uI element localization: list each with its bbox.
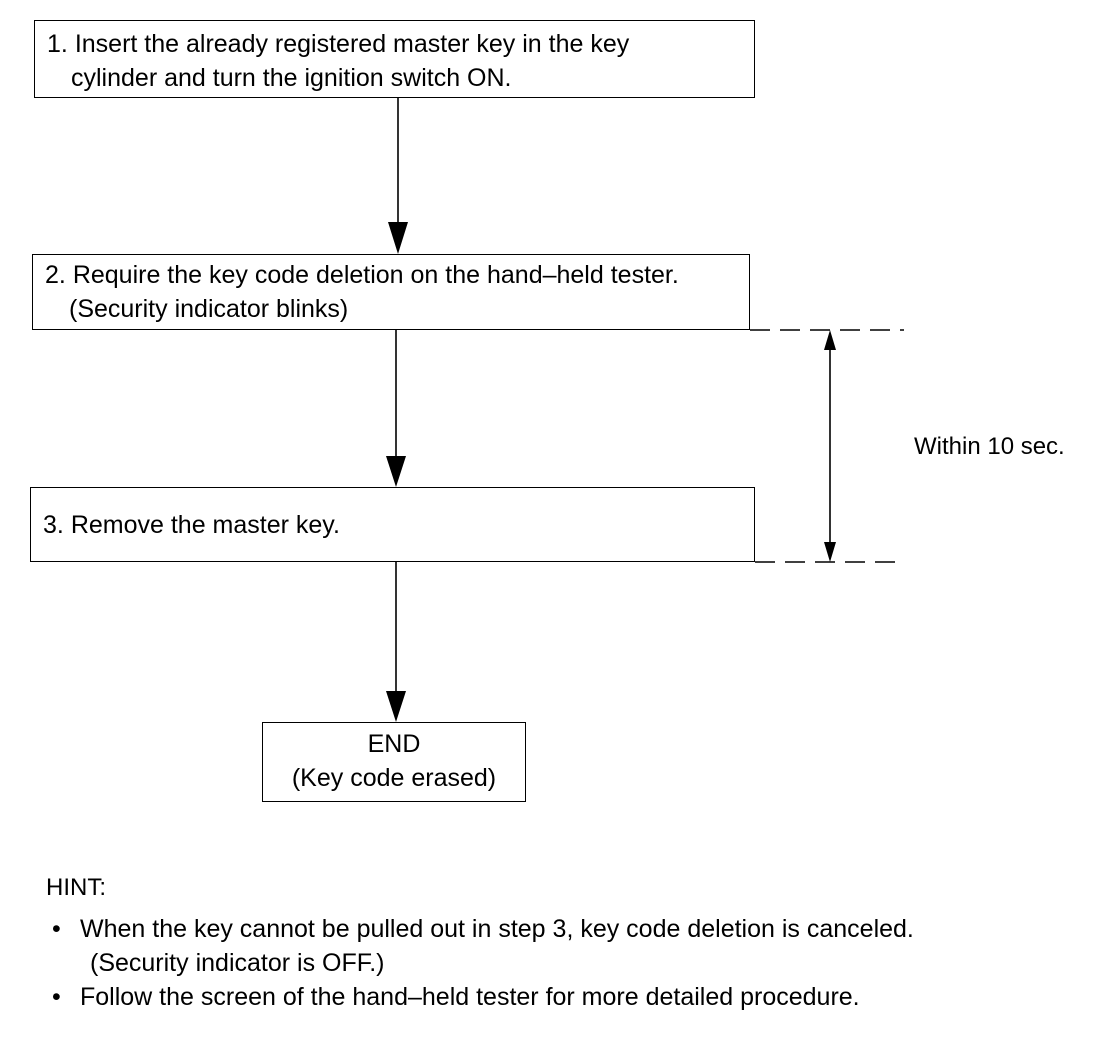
bullet-icon: • <box>52 983 61 1011</box>
hint-item: • When the key cannot be pulled out in s… <box>52 912 914 980</box>
hint-title: HINT: <box>46 874 106 901</box>
timing-label: Within 10 sec. <box>914 433 1065 460</box>
step-1-number: 1. <box>47 30 68 58</box>
step-3-number: 3. <box>43 511 64 539</box>
step-3-text-line-1: Remove the master key. <box>70 511 340 539</box>
hint-item-2-text: Follow the screen of the hand–held teste… <box>80 983 860 1011</box>
arrow-step3-to-end <box>386 562 406 722</box>
hint-item: • Follow the screen of the hand–held tes… <box>52 980 914 1014</box>
step-1-box: 1. Insert the already registered master … <box>34 20 755 98</box>
hint-item-1-sub: (Security indicator is OFF.) <box>90 949 385 977</box>
step-2-text-line-1: Require the key code deletion on the han… <box>72 261 679 289</box>
arrow-step2-to-step3 <box>386 330 406 487</box>
end-box: END (Key code erased) <box>262 722 526 802</box>
arrow-step1-to-step2 <box>388 98 408 254</box>
step-2-box: 2. Require the key code deletion on the … <box>32 254 750 330</box>
step-2-number: 2. <box>45 261 66 289</box>
end-title: END <box>367 730 421 758</box>
hint-list: • When the key cannot be pulled out in s… <box>52 912 914 1014</box>
step-2-text-line-2: (Security indicator blinks) <box>69 295 349 323</box>
end-note: (Key code erased) <box>291 764 497 792</box>
step-3-box: 3. Remove the master key. <box>30 487 755 562</box>
timing-double-arrow <box>824 330 836 562</box>
step-1-text-line-2: cylinder and turn the ignition switch ON… <box>71 64 512 92</box>
bullet-icon: • <box>52 915 61 943</box>
step-1-text-line-1: Insert the already registered master key… <box>74 30 630 58</box>
hint-item-1-text: When the key cannot be pulled out in ste… <box>80 915 914 943</box>
